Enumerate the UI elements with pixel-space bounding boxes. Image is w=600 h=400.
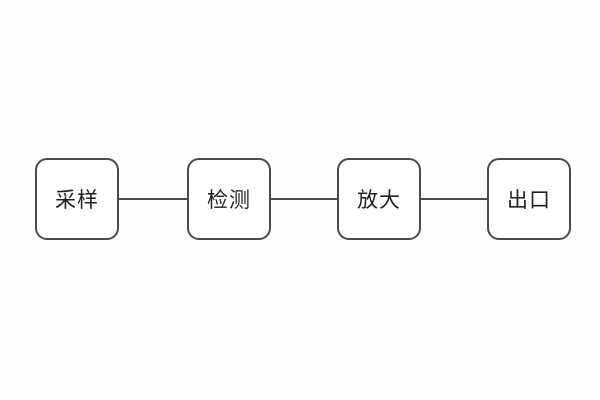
flow-node-sampling: 采样	[35, 158, 119, 240]
flow-node-outlet-label: 出口	[507, 189, 551, 212]
flow-node-amplification-label: 放大	[357, 189, 401, 212]
connector-sampling-to-detection	[119, 198, 187, 200]
flow-node-detection: 检测	[187, 158, 271, 240]
flow-node-detection-label: 检测	[207, 189, 251, 212]
flow-node-sampling-label: 采样	[55, 189, 99, 212]
connector-detection-to-amplification	[271, 198, 337, 200]
flow-node-amplification: 放大	[337, 158, 421, 240]
flow-node-outlet: 出口	[487, 158, 571, 240]
connector-amplification-to-outlet	[421, 198, 487, 200]
